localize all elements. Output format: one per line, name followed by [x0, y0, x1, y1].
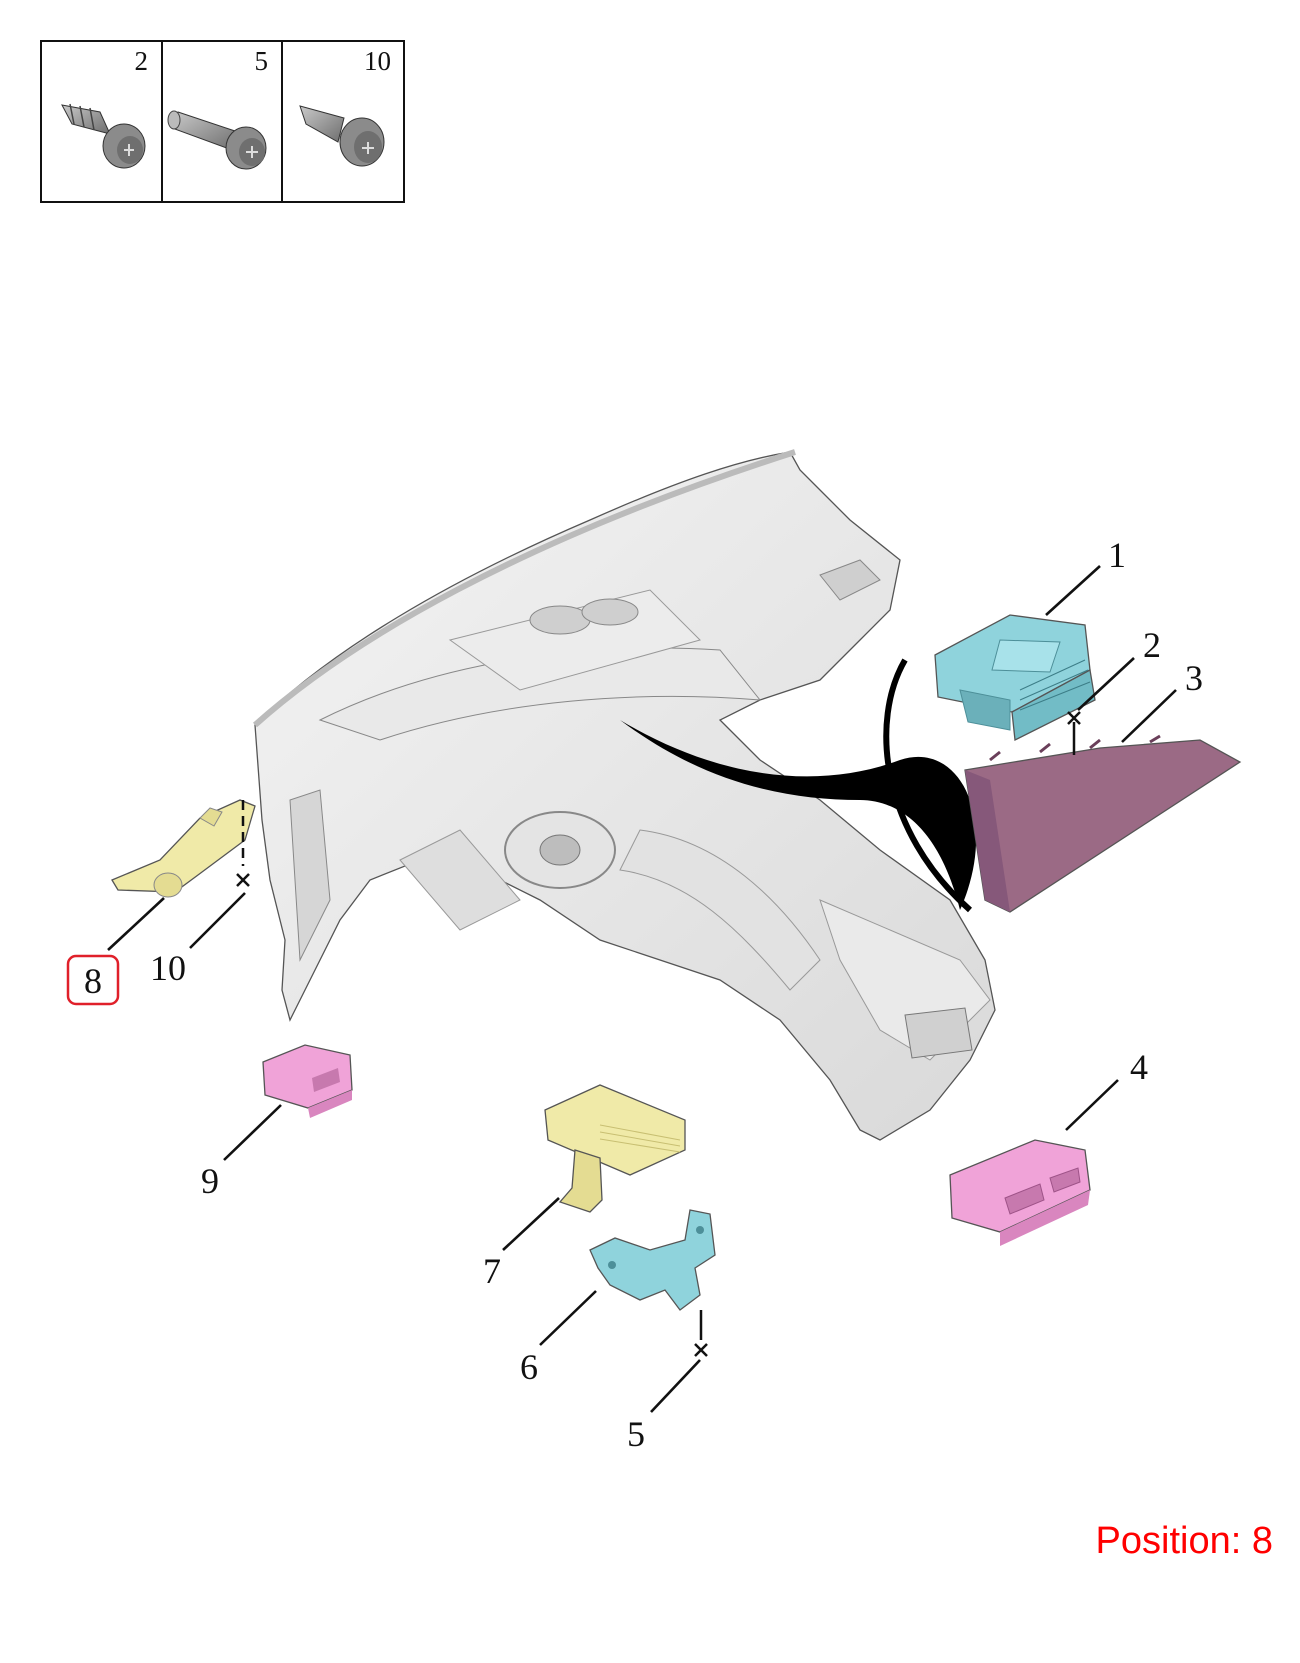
part-1-control-unit[interactable]: [934, 614, 1096, 742]
fastener-number: 2: [135, 46, 149, 76]
callout-1: 1: [1108, 535, 1126, 575]
part-7-module[interactable]: [544, 1084, 686, 1213]
leader-lines: [107, 565, 1177, 1413]
self-tapping-screw-icon: [61, 103, 146, 169]
fastener-table: 2 5 10: [40, 40, 405, 203]
part-3-display-panel[interactable]: [964, 734, 1242, 913]
fastener-mark-10: [236, 800, 250, 887]
callout-9: 9: [201, 1161, 219, 1201]
fastener-number: 10: [364, 46, 391, 76]
detail-connector-arc: [883, 658, 972, 913]
callout-8: 8: [84, 961, 102, 1001]
part-9-module[interactable]: [262, 1044, 353, 1118]
callout-3: 3: [1185, 658, 1203, 698]
callout-numbers: 1 2 3 4 5 6 7 8 9 10: [66, 535, 1203, 1454]
callout-6: 6: [520, 1347, 538, 1387]
fastener-cell-10[interactable]: 10: [299, 46, 391, 167]
callout-5: 5: [627, 1414, 645, 1454]
callout-2: 2: [1143, 625, 1161, 665]
part-8-bracket[interactable]: [111, 799, 256, 898]
part-6-bracket[interactable]: [589, 1209, 716, 1311]
callout-10: 10: [150, 948, 186, 988]
callout-7: 7: [483, 1251, 501, 1291]
fastener-cell-2[interactable]: 2: [61, 46, 149, 169]
highlight-box: [66, 954, 120, 1006]
callout-8-highlighted[interactable]: 8: [66, 954, 120, 1006]
fastener-mark-2: [1067, 711, 1081, 755]
callout-4: 4: [1130, 1047, 1148, 1087]
bolt-icon: [167, 110, 267, 170]
fastener-number: 5: [255, 46, 269, 76]
part-4-switch-module[interactable]: [949, 1139, 1091, 1246]
push-rivet-icon: [299, 105, 385, 167]
dashboard-assembly[interactable]: [253, 449, 996, 1141]
position-label: Position: 8: [1095, 1520, 1273, 1562]
fastener-cell-5[interactable]: 5: [167, 46, 269, 170]
fastener-mark-5: [694, 1310, 708, 1357]
